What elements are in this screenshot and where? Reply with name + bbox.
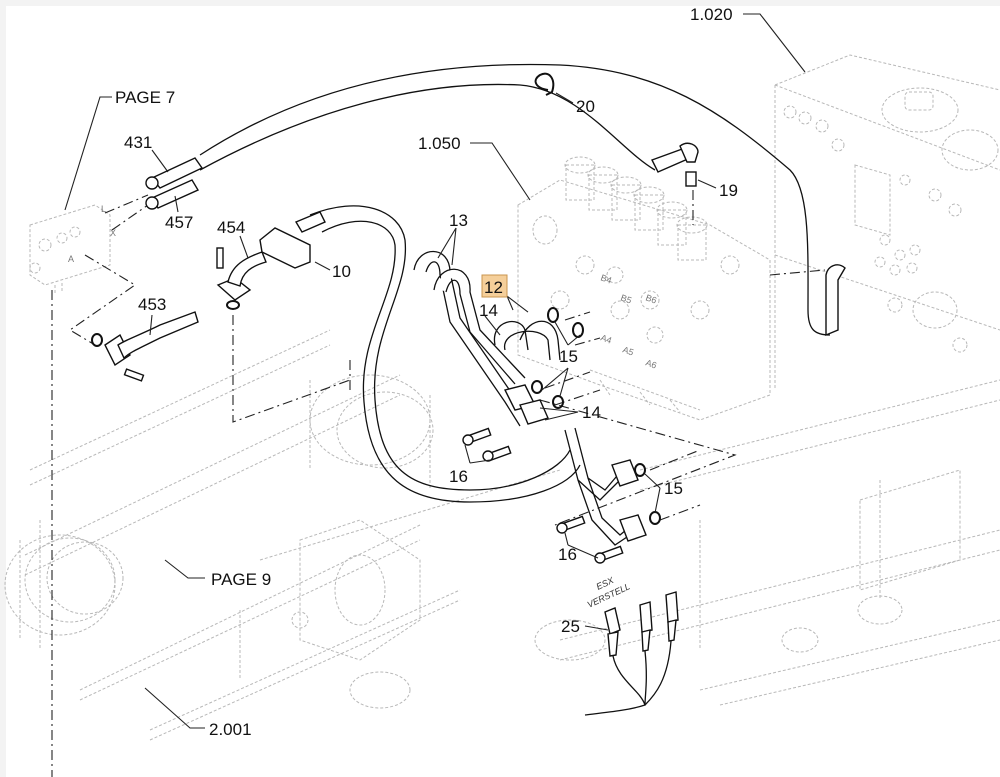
callout-15-upper[interactable]: 15 [559,347,578,366]
callout-20[interactable]: 20 [576,97,595,116]
callout-457[interactable]: 457 [165,213,193,232]
part-15-orings-upper[interactable] [531,307,584,409]
port-label-b6: B6 [644,292,658,305]
part-14-flanges[interactable] [503,384,549,425]
part-13-tubes[interactable] [413,250,531,428]
callout-page-9[interactable]: PAGE 9 [211,570,271,589]
callout-1-050[interactable]: 1.050 [418,134,461,153]
callout-14-upper[interactable]: 14 [479,301,498,320]
part-16-bolts-lower[interactable] [556,515,624,564]
part-tank-elbow[interactable] [825,264,846,337]
callout-1-020[interactable]: 1.020 [690,5,733,24]
part-453-fitting[interactable] [91,311,199,382]
port-label-a5: A5 [621,344,635,357]
port-label-l: L [101,204,106,214]
port-label-a: A [68,254,74,264]
part-20-clip[interactable] [534,72,555,96]
ghost-pilot-valve [29,204,111,295]
part-16-bolts-upper[interactable] [462,427,512,462]
callout-16-lower[interactable]: 16 [558,545,577,564]
port-label-x: X [110,228,116,238]
callout-leaders [64,13,806,729]
part-12-tubes[interactable] [493,320,561,361]
port-label-b4: B4 [599,272,613,285]
callout-12[interactable]: 12 [484,278,503,297]
callout-453[interactable]: 453 [138,295,166,314]
callout-10[interactable]: 10 [332,262,351,281]
callout-431[interactable]: 431 [124,133,152,152]
part-10-clamp[interactable] [259,211,326,269]
part-19-adapter[interactable] [651,142,699,187]
port-label-b5: B5 [619,292,633,305]
ghost-tank-block [774,54,1000,390]
callout-2-001[interactable]: 2.001 [209,720,252,739]
callout-15-lower[interactable]: 15 [664,479,683,498]
part-457-fitting[interactable] [145,179,200,210]
callout-12-highlight [481,274,508,298]
assembly-lines [51,190,826,777]
callout-13[interactable]: 13 [449,211,468,230]
part-25-connectors[interactable] [584,591,679,716]
part-lower-tubes[interactable] [564,427,661,546]
callout-14-lower[interactable]: 14 [582,403,601,422]
callout-25[interactable]: 25 [561,617,580,636]
callout-page-7[interactable]: PAGE 7 [115,88,175,107]
callout-454[interactable]: 454 [217,218,245,237]
part-431-fitting[interactable] [145,157,204,190]
ghost-control-valve [517,156,771,421]
callout-16-upper[interactable]: 16 [449,467,468,486]
callout-19[interactable]: 19 [719,181,738,200]
hoses [199,63,831,503]
port-label-a6: A6 [644,357,658,370]
callout-labels: PAGE 7 431 457 454 10 453 20 1.020 1.050… [115,5,738,739]
port-label-a4: A4 [599,332,613,345]
port-labels: B4 B5 B6 A4 A5 A6 A L X [68,204,658,371]
part-454-elbow[interactable] [216,247,267,310]
